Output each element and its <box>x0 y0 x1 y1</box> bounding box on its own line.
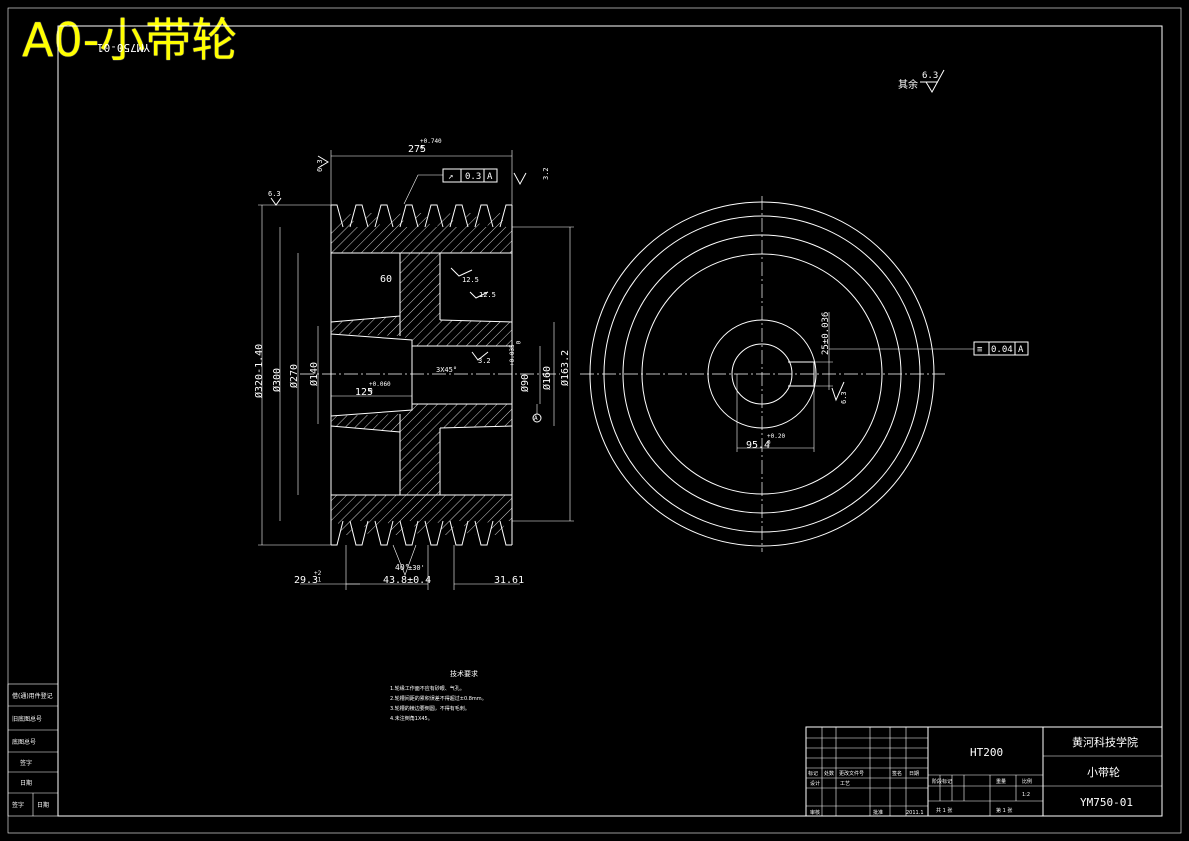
svg-text:其余: 其余 <box>898 78 918 91</box>
svg-text:2.轮槽间距的累积误差不得超过±0.8mm。: 2.轮槽间距的累积误差不得超过±0.8mm。 <box>390 695 487 702</box>
roughness-top-left-mark <box>317 155 329 169</box>
dim-bore-len: 125 <box>355 387 373 398</box>
roughness-top-right-mark <box>513 172 527 186</box>
svg-text:6.3: 6.3 <box>268 190 281 198</box>
svg-text:↗: ↗ <box>448 172 453 182</box>
dim-web-60: 60 <box>380 274 392 285</box>
roughness-bore-mark <box>471 351 489 361</box>
svg-text:0.04: 0.04 <box>991 345 1013 355</box>
svg-text:A: A <box>534 415 538 422</box>
svg-text:阶段标记: 阶段标记 <box>932 778 952 785</box>
inner-border <box>57 25 1163 817</box>
side-cell-2: 底图总号 <box>12 738 36 746</box>
svg-text:1:2: 1:2 <box>1022 792 1030 798</box>
side-cell-0: 借(通)用件登记 <box>12 692 53 700</box>
dim-d-160: Ø160 <box>541 366 553 390</box>
title-block: 标记 处数 更改文件号 签名 日期 设计 审核 工艺 批准 2011.1 HT2… <box>805 726 1163 817</box>
roughness-hub-face-mark <box>450 267 473 277</box>
part-name: 小带轮 <box>1087 765 1120 779</box>
runout-frame: ↗ 0.3 A <box>403 168 498 205</box>
dim-groove-angle-tol: ±30' <box>408 564 425 572</box>
symmetry-frame: ≡ 0.04 A <box>829 341 1029 356</box>
svg-text:12.5: 12.5 <box>479 291 496 299</box>
side-bottom-0: 签字 <box>12 801 24 809</box>
svg-text:技术要求: 技术要求 <box>450 669 478 678</box>
material: HT200 <box>970 746 1003 759</box>
svg-text:批准: 批准 <box>873 809 883 816</box>
svg-text:6.3: 6.3 <box>922 71 938 81</box>
svg-text:6.3: 6.3 <box>316 159 324 172</box>
svg-text:12.5: 12.5 <box>462 276 479 284</box>
roughness-left-top-mark <box>270 197 282 206</box>
dim-pitch-mid: 43.8±0.4 <box>383 575 431 586</box>
dim-pitch-first-tol: +2-1 <box>314 570 322 584</box>
datum-a: A <box>532 404 542 423</box>
dim-od-300: Ø300 <box>271 368 283 392</box>
side-bottom-1: 日期 <box>37 801 49 809</box>
side-cell-3: 签字 <box>20 759 32 767</box>
roughness-other: 其余 6.3 <box>898 69 945 94</box>
svg-text:A: A <box>487 172 493 182</box>
roughness-keyway-mark <box>831 381 845 402</box>
svg-text:3.轮槽的棱边要倒圆，不得有毛刺。: 3.轮槽的棱边要倒圆，不得有毛刺。 <box>390 705 470 712</box>
dim-d-163: Ø163.2 <box>559 350 571 386</box>
svg-text:设计: 设计 <box>810 780 820 787</box>
svg-text:比例: 比例 <box>1022 778 1032 785</box>
dim-key-width: 25±0.036 <box>821 312 831 355</box>
svg-text:标记: 标记 <box>808 770 818 777</box>
svg-text:工艺: 工艺 <box>840 781 850 787</box>
dim-d90-tol: +0.0350 <box>509 340 523 366</box>
svg-text:签名: 签名 <box>892 770 902 777</box>
dim-width-275: 275 <box>408 144 426 155</box>
dim-od-270: Ø270 <box>288 364 300 388</box>
side-cell-4: 日期 <box>20 779 32 787</box>
school-name: 黄河科技学院 <box>1072 735 1138 749</box>
svg-text:2011.1: 2011.1 <box>906 810 924 816</box>
svg-text:A: A <box>1018 345 1024 355</box>
svg-text:3.2: 3.2 <box>542 167 550 180</box>
dim-taper: 3X45° <box>436 366 457 374</box>
svg-text:第 1 张: 第 1 张 <box>996 807 1012 814</box>
dim-od-320: Ø320-1.40 <box>253 344 265 398</box>
technical-requirements: 技术要求 1.轮缘工作面不应有砂眼、气孔。 2.轮槽间距的累积误差不得超过±0.… <box>390 669 487 722</box>
svg-text:0.3: 0.3 <box>465 172 481 182</box>
roughness-web-face-mark <box>469 291 489 299</box>
svg-text:≡: ≡ <box>977 345 983 355</box>
svg-text:日期: 日期 <box>909 771 919 777</box>
outer-border <box>7 7 1182 834</box>
dim-pitch-first: 29.3 <box>294 575 318 586</box>
drawing-number: YM750-01 <box>1080 796 1133 809</box>
section-view: Ø320-1.40 Ø300 Ø270 Ø140 Ø90 Ø160 Ø163.2… <box>253 138 574 590</box>
side-cell-1: 旧底图总号 <box>12 715 42 723</box>
svg-text:共 1 张: 共 1 张 <box>936 807 952 814</box>
svg-text:4.未注倒角1X45。: 4.未注倒角1X45。 <box>390 715 433 722</box>
svg-text:审核: 审核 <box>810 809 820 816</box>
svg-text:3.2: 3.2 <box>478 357 491 365</box>
svg-text:6.3: 6.3 <box>840 391 848 404</box>
dim-groove-angle: 40° <box>395 563 409 572</box>
svg-text:更改文件号: 更改文件号 <box>839 770 864 777</box>
dim-d-140: Ø140 <box>308 362 320 386</box>
svg-text:处数: 处数 <box>824 770 834 777</box>
dim-d-90: Ø90 <box>519 374 531 392</box>
svg-text:重量: 重量 <box>996 778 1006 785</box>
side-strip: 借(通)用件登记 旧底图总号 底图总号 签字 日期 签字 日期 <box>7 683 59 817</box>
svg-text:1.轮缘工作面不应有砂眼、气孔。: 1.轮缘工作面不应有砂眼、气孔。 <box>390 685 465 692</box>
dim-pitch-last: 31.61 <box>494 575 524 586</box>
dim-key-depth: 95.4 <box>746 440 770 451</box>
rotated-drawing-code: YM750-01 <box>97 41 150 54</box>
